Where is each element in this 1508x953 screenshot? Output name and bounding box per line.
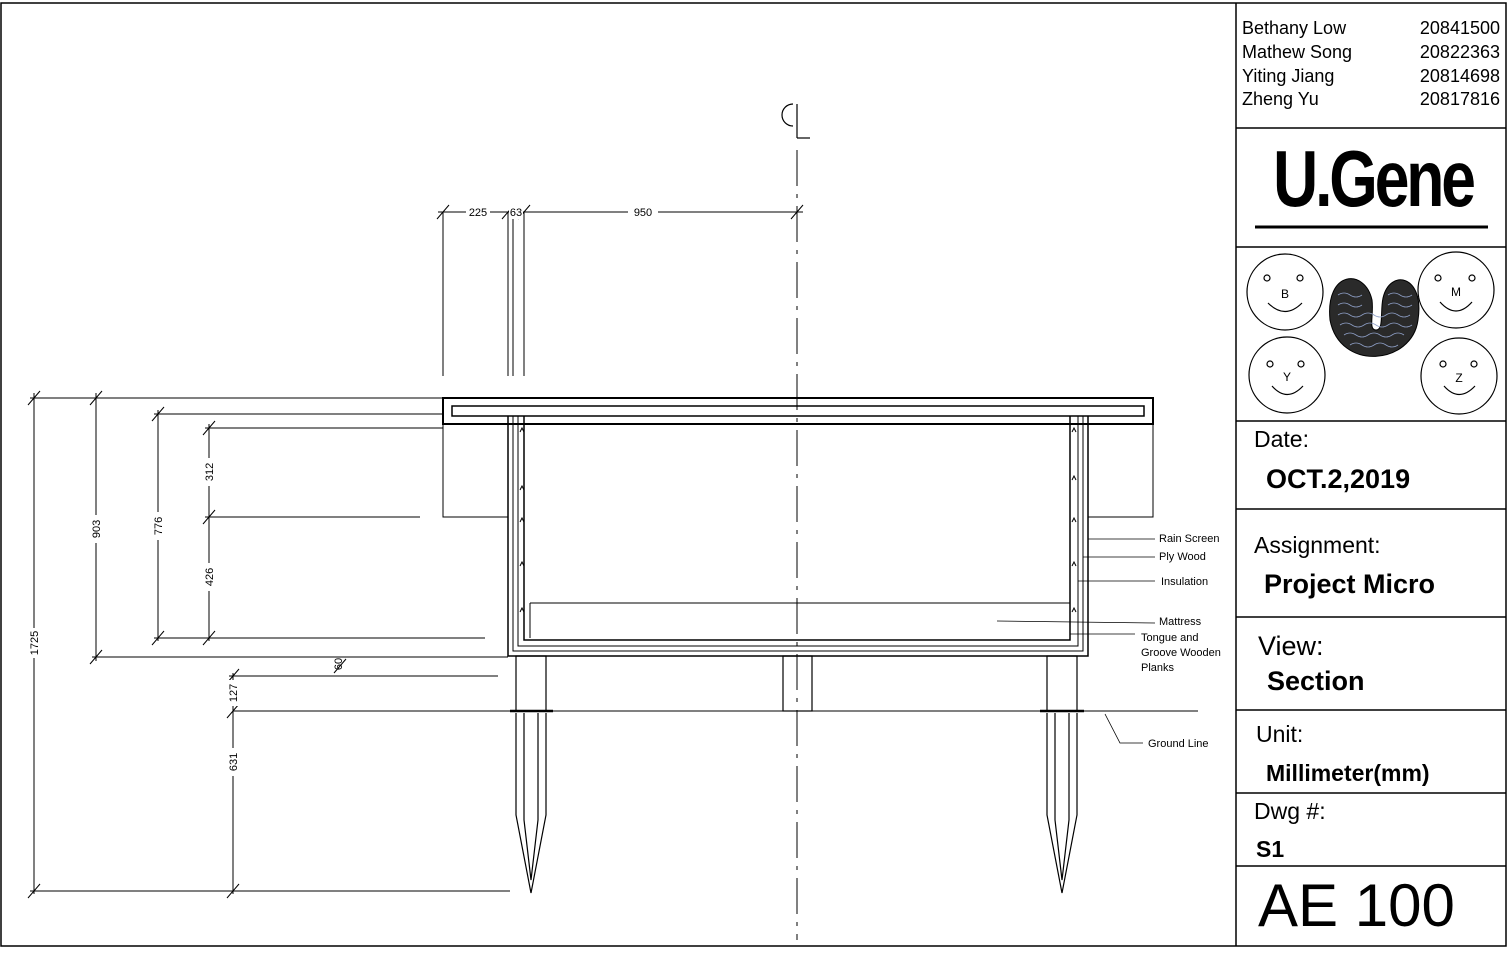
team-member-id: 20814698 [1419, 66, 1500, 86]
centerline [781, 103, 810, 940]
avatar-m [1417, 251, 1495, 329]
callout-ground-line: Ground Line [1148, 738, 1209, 750]
callout-rain-screen: Rain Screen [1159, 533, 1220, 545]
title-block: Bethany Low 20841500 Mathew Song 2082236… [1236, 3, 1506, 946]
avatar-z-letter: Z [1455, 371, 1462, 385]
assignment-label: Assignment: [1254, 532, 1381, 558]
wall-fasteners [519, 426, 1077, 613]
dna-emblem [1329, 278, 1420, 357]
callout-insulation: Insulation [1161, 576, 1208, 588]
avatar-y [1248, 336, 1326, 414]
view-value: Section [1267, 666, 1365, 696]
dim-426: 426 [204, 568, 216, 586]
left-dimensions [27, 390, 510, 899]
avatar-b [1246, 253, 1324, 331]
title-block-dividers [1236, 127, 1506, 867]
roof-slab [442, 397, 1154, 425]
team-member-name: Yiting Jiang [1242, 66, 1335, 86]
dwg-label: Dwg #: [1254, 798, 1326, 824]
assignment-value: Project Micro [1264, 569, 1436, 599]
dim-903: 903 [91, 520, 103, 538]
left-overhang-box [442, 423, 509, 518]
callout-tongue-line2: Groove Wooden [1141, 647, 1221, 659]
dim-127: 127 [228, 684, 240, 702]
team-member-name: Mathew Song [1242, 42, 1353, 62]
date-value: OCT.2,2019 [1266, 464, 1411, 494]
team-member-name: Zheng Yu [1242, 89, 1319, 109]
team-avatars [1246, 251, 1498, 415]
callout-mattress: Mattress [1159, 616, 1202, 628]
pod-shell [507, 416, 1089, 657]
avatar-b-letter: B [1281, 287, 1289, 301]
unit-label: Unit: [1256, 721, 1304, 747]
foundation-posts [510, 655, 1084, 894]
unit-value: Millimeter(mm) [1266, 760, 1430, 786]
callout-tongue-line1: Tongue and [1141, 632, 1199, 644]
view-label: View: [1258, 631, 1324, 661]
date-label: Date: [1254, 426, 1309, 452]
dim-631: 631 [228, 753, 240, 771]
dwg-value: S1 [1256, 836, 1285, 862]
top-dimensions [436, 204, 804, 376]
callout-leaders [996, 538, 1156, 744]
avatar-z [1420, 337, 1498, 415]
team-member-name: Bethany Low [1242, 18, 1347, 38]
team-member-id: 20817816 [1419, 89, 1500, 109]
sheet-code: AE 100 [1258, 872, 1455, 939]
right-overhang-box [1087, 423, 1154, 518]
dim-950: 950 [634, 207, 652, 219]
dim-225: 225 [469, 207, 487, 219]
dim-63: 63 [510, 207, 522, 219]
avatar-m-letter: M [1451, 285, 1461, 299]
dim-776: 776 [153, 517, 165, 535]
dim-1725: 1725 [29, 631, 41, 655]
avatar-y-letter: Y [1283, 370, 1291, 384]
callout-ply-wood: Ply Wood [1159, 551, 1206, 563]
centerline-symbol [781, 103, 794, 127]
dim-312: 312 [204, 463, 216, 481]
team-member-id: 20822363 [1419, 42, 1500, 62]
callout-tongue-line3: Planks [1141, 662, 1175, 674]
team-member-id: 20841500 [1419, 18, 1500, 38]
dim-60: 60 [333, 658, 345, 670]
ugene-logo: U.Gene [1273, 134, 1476, 223]
